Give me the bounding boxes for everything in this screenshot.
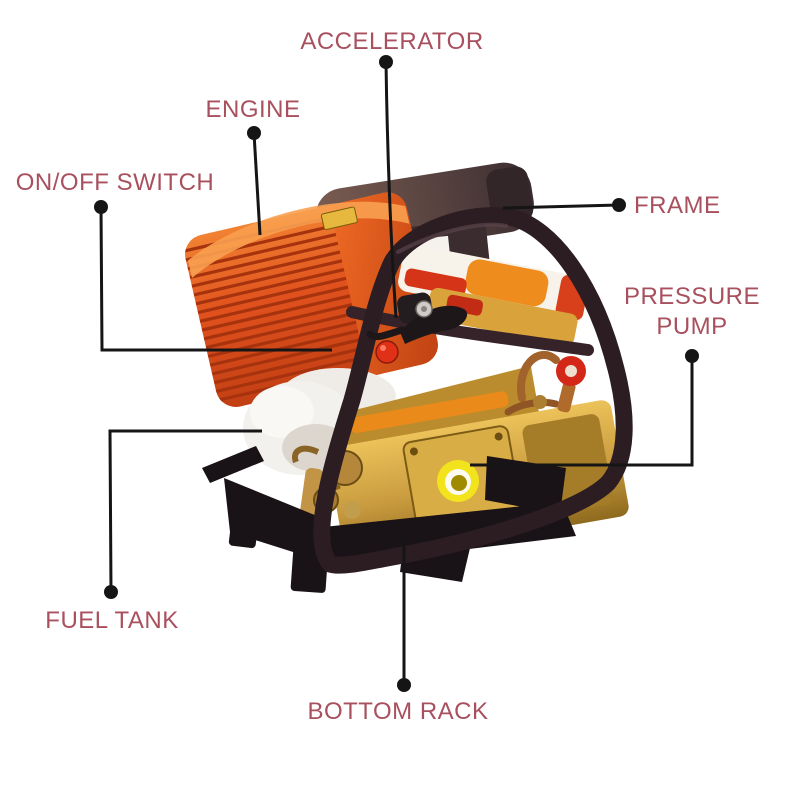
dot-frame: [612, 198, 626, 212]
dot-pressure-pump: [685, 349, 699, 363]
dot-on-off-switch: [94, 200, 108, 214]
bottom-rack-part: [202, 446, 576, 593]
leader-frame: [502, 203, 620, 210]
regulator-knob: [504, 350, 586, 416]
label-engine: ENGINE: [205, 96, 301, 123]
leader-engine: [252, 132, 262, 236]
leader-on-off-switch: [99, 206, 332, 352]
label-fuel-tank: FUEL TANK: [45, 607, 179, 634]
leader-lines: [99, 61, 694, 685]
on-off-switch-part: [375, 340, 399, 364]
dot-fuel-tank: [104, 585, 118, 599]
recoil-shroud: [398, 244, 589, 346]
dot-engine: [247, 126, 261, 140]
dot-bottom-rack: [397, 678, 411, 692]
leader-pressure-pump: [470, 356, 694, 467]
engine-brand-plate: [320, 206, 358, 231]
leader-fuel-tank: [108, 429, 262, 593]
accelerator-lever: [366, 292, 468, 344]
pump-port: [437, 460, 479, 502]
label-frame: FRAME: [634, 192, 721, 219]
dot-accelerator: [379, 55, 393, 69]
leader-dots: [94, 55, 699, 692]
frame-part: [313, 207, 633, 574]
label-accelerator: ACCELERATOR: [300, 28, 484, 55]
label-pressure-pump: PRESSURE PUMP: [623, 283, 761, 340]
frame-far-tube: [346, 306, 594, 356]
label-on-off-switch: ON/OFF SWITCH: [15, 169, 215, 196]
leader-accelerator: [384, 61, 398, 319]
label-bottom-rack: BOTTOM RACK: [307, 698, 489, 725]
